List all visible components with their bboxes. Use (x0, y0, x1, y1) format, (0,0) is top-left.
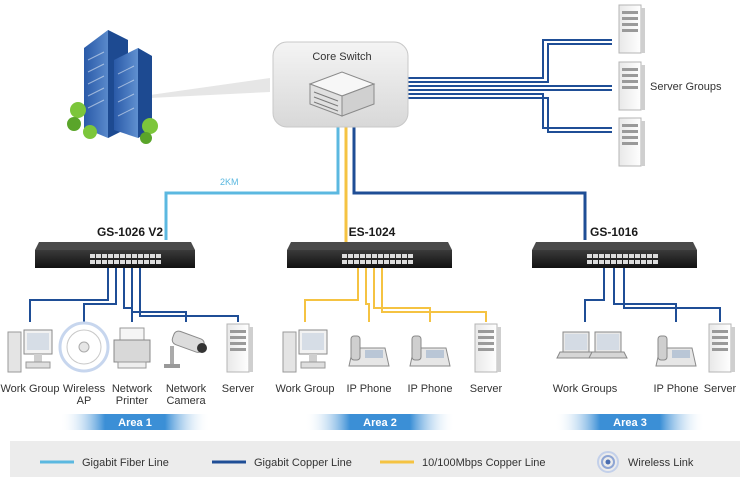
device-links (29, 268, 239, 322)
switch-label: GS-1026 V2 (97, 225, 163, 239)
legend-item: 10/100Mbps Copper Line (380, 457, 546, 469)
device-links (304, 268, 487, 322)
building-icon (67, 30, 270, 144)
server-icon (618, 117, 645, 167)
server-groups-label: Server Groups (650, 81, 722, 93)
device-label: IP Phone (346, 383, 391, 395)
server-groups (618, 4, 645, 167)
legend-item: Wireless Link (597, 451, 694, 473)
server-icon (618, 61, 645, 111)
switch-2[interactable] (287, 242, 452, 268)
copper-link-area3 (352, 125, 587, 240)
wireless-link-icon (597, 451, 619, 473)
camera-icon (164, 330, 207, 368)
server-group-links (405, 39, 612, 133)
device-label: IP Phone (407, 383, 452, 395)
area-bar (60, 414, 210, 430)
legend-item: Gigabit Copper Line (212, 457, 352, 469)
legend-label: Wireless Link (628, 457, 694, 469)
server-icon (618, 4, 645, 54)
server-icon (474, 323, 501, 373)
ip-phone-icon (655, 335, 697, 367)
switch-label: ES-1024 (349, 225, 396, 239)
area-label: Area 1 (118, 417, 152, 429)
device-label: Server (470, 383, 503, 395)
core-switch[interactable]: Core Switch (272, 41, 409, 128)
server-icon (708, 323, 735, 373)
laptop-icon (556, 331, 628, 359)
core-switch-icon (308, 71, 376, 117)
device-label: Server (222, 383, 255, 395)
switch-1[interactable] (35, 242, 195, 268)
legend-label: 10/100Mbps Copper Line (422, 457, 546, 469)
legend-item: Gigabit Fiber Line (40, 457, 169, 469)
desktop-pc-icon (7, 329, 53, 373)
server-icon (474, 323, 501, 373)
server-icon (226, 323, 253, 373)
fiber-distance-label: 2KM (220, 177, 239, 187)
area-label: Area 3 (613, 417, 647, 429)
switch-3[interactable] (532, 242, 697, 268)
legend-label: Gigabit Copper Line (254, 457, 352, 469)
area-bar (555, 414, 705, 430)
server-icon (226, 323, 253, 373)
area-label: Area 2 (363, 417, 397, 429)
desktop-pc-icon (282, 329, 328, 373)
area-bar (305, 414, 455, 430)
device-label: IP Phone (653, 383, 698, 395)
device-links (584, 268, 721, 322)
wireless-ap-icon (58, 321, 110, 373)
legend-label: Gigabit Fiber Line (82, 457, 169, 469)
printer-icon (113, 327, 151, 369)
device-label: Work Groups (553, 383, 618, 395)
switch-label: GS-1016 (590, 225, 638, 239)
ip-phone-icon (348, 335, 390, 367)
legend: Gigabit Fiber Line Gigabit Copper Line 10/… (40, 451, 694, 473)
ip-phone-icon (409, 335, 451, 367)
server-icon (708, 323, 735, 373)
device-label: Work Group (0, 383, 59, 395)
device-label: Work Group (275, 383, 334, 395)
core-switch-label: Core Switch (312, 51, 371, 63)
fiber-link-area1 (164, 125, 340, 240)
device-label: Server (704, 383, 737, 395)
